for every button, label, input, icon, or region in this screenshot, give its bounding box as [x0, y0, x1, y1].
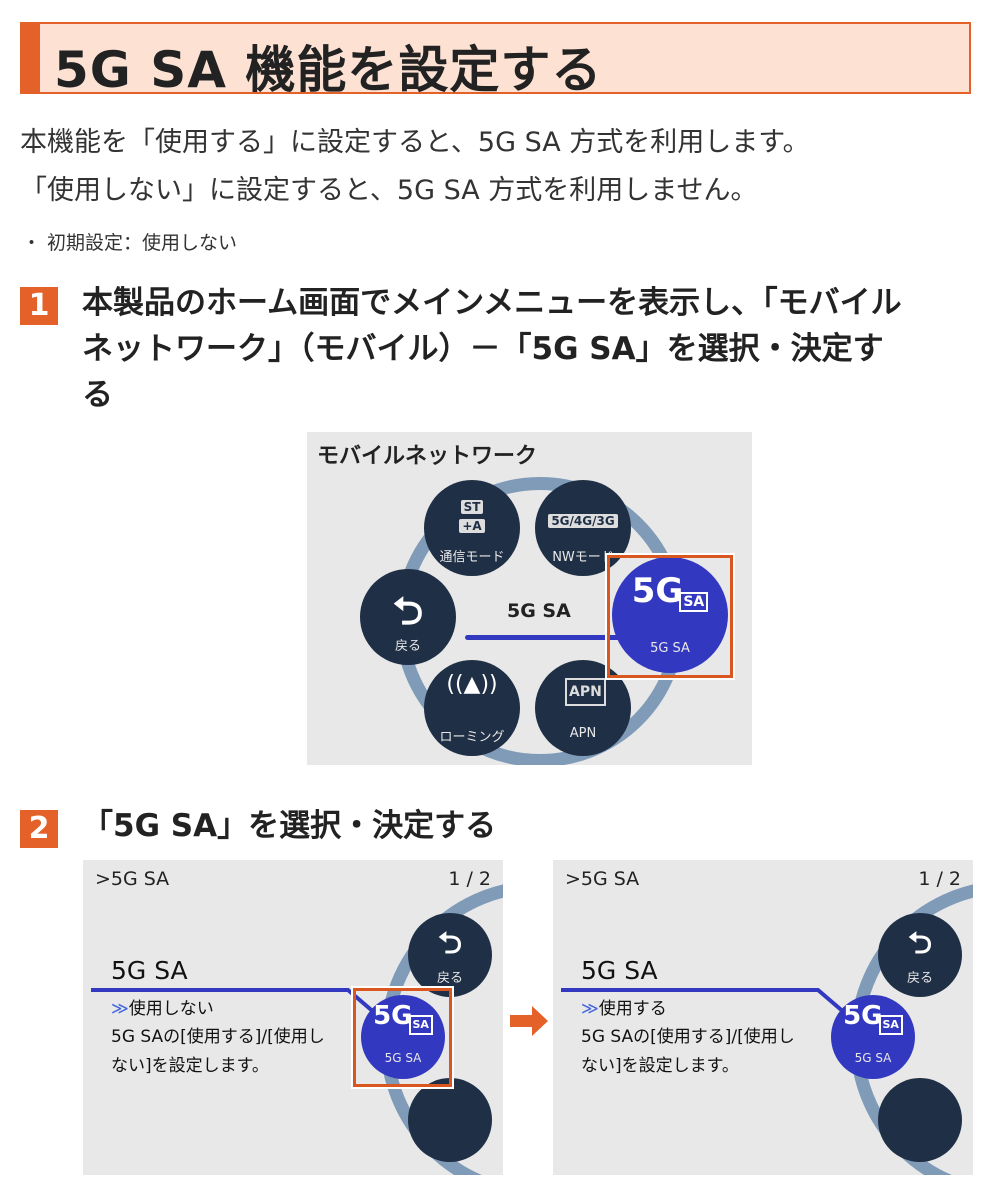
center-label: 5G SA	[507, 600, 571, 622]
item-label: 戻る	[394, 639, 421, 654]
5g-sa-setting-screen-before: >5G SA 1 / 2 5G SA ≫使用しない 5G SAの[使用する]/[…	[83, 860, 503, 1175]
highlight-frame	[351, 986, 454, 1089]
step-1-text: 本製品のホーム画面でメインメニューを表示し、「モバイル ネットワーク」（モバイル…	[82, 280, 902, 418]
step-1-line: ネットワーク」（モバイル）－「5G SA」を選択・決定す	[82, 331, 884, 367]
intro-line-2: 「使用しない」に設定すると、5G SA 方式を利用しません。	[20, 175, 758, 206]
setting-description: 5G SAの[使用する]/[使用しない]を設定します。	[581, 1027, 795, 1076]
menu-item-unlabeled[interactable]	[878, 1078, 962, 1162]
step-1-line: る	[82, 377, 113, 413]
5g-sa-icon: 5GSA	[612, 571, 728, 612]
right-arrow-icon	[510, 1006, 548, 1036]
item-label: NWモード	[552, 550, 614, 565]
back-button[interactable]: ⮌ 戻る	[878, 913, 962, 997]
5g-sa-item[interactable]: 5GSA 5G SA	[831, 995, 915, 1079]
double-chevron-icon: ≫	[111, 999, 129, 1019]
network-mode-icon: 5G/4G/3G	[535, 510, 631, 529]
item-label: ローミング	[439, 730, 505, 745]
back-arrow-icon: ⮌	[437, 926, 463, 961]
setting-description: 5G SAの[使用する]/[使用しない]を設定します。	[111, 1027, 325, 1076]
item-label: 通信モード	[439, 550, 505, 565]
mobile-network-menu-screen: モバイルネットワーク 5G SA ST+A 通信モード 5G/4G/3G NWモ…	[307, 432, 752, 765]
screen-title: モバイルネットワーク	[317, 444, 538, 469]
default-setting-note: ・ 初期設定：使用しない	[22, 232, 238, 254]
roaming-antenna-icon: ((▲))	[446, 672, 498, 697]
menu-item-nw-mode[interactable]: 5G/4G/3G NWモード	[535, 480, 631, 576]
menu-item-back[interactable]: ⮌ 戻る	[360, 569, 456, 665]
item-label: APN	[569, 726, 597, 741]
section-title-box: 5G SA 機能を設定する	[20, 22, 971, 99]
current-value: ≫使用しない	[111, 999, 214, 1019]
st-a-icon: ST+A	[424, 496, 520, 534]
5g-sa-icon: 5GSA	[831, 1001, 915, 1035]
page-indicator: 1 / 2	[448, 868, 491, 890]
title-accent-bar	[22, 24, 40, 92]
breadcrumb: >5G SA	[95, 868, 170, 890]
5g-sa-item[interactable]: 5GSA 5G SA	[361, 995, 445, 1079]
setting-heading: 5G SA	[581, 956, 658, 985]
menu-item-unlabeled[interactable]	[408, 1078, 492, 1162]
page-indicator: 1 / 2	[918, 868, 961, 890]
apn-icon: APN	[565, 678, 606, 706]
back-button[interactable]: ⮌ 戻る	[408, 913, 492, 997]
back-arrow-icon: ⮌	[392, 589, 424, 633]
5g-sa-setting-screen-after: >5G SA 1 / 2 5G SA ≫使用する 5G SAの[使用する]/[使…	[553, 860, 973, 1175]
item-label: 5G SA	[650, 641, 690, 656]
page-title: 5G SA 機能を設定する	[54, 41, 603, 99]
menu-item-roaming[interactable]: ((▲)) ローミング	[424, 660, 520, 756]
intro-line-1: 本機能を「使用する」に設定すると、5G SA 方式を利用します。	[20, 127, 810, 158]
breadcrumb: >5G SA	[565, 868, 640, 890]
step-2-badge: 2	[20, 810, 58, 848]
current-value: ≫使用する	[581, 999, 667, 1019]
step-1-line: 本製品のホーム画面でメインメニューを表示し、「モバイル	[82, 285, 902, 321]
back-arrow-icon: ⮌	[907, 926, 933, 961]
menu-item-apn[interactable]: APN APN	[535, 660, 631, 756]
menu-item-comm-mode[interactable]: ST+A 通信モード	[424, 480, 520, 576]
menu-item-5g-sa[interactable]: 5GSA 5G SA	[612, 557, 728, 673]
step-1-badge: 1	[20, 287, 58, 325]
selection-line	[465, 635, 625, 640]
highlight-frame	[605, 553, 735, 680]
setting-heading: 5G SA	[111, 956, 188, 985]
5g-sa-icon: 5GSA	[361, 1001, 445, 1035]
step-2-text: 「5G SA」を選択・決定する	[82, 808, 497, 844]
double-chevron-icon: ≫	[581, 999, 599, 1019]
